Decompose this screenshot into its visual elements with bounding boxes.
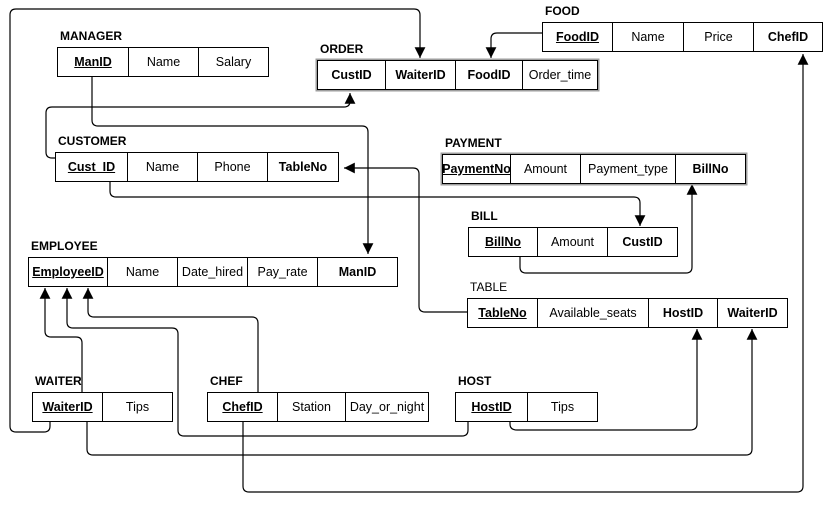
chef-col-station: Station [277,392,346,422]
connector-customer-to-order-custid [45,93,356,159]
table-bill-label: BILL [471,209,498,223]
food-col-chefid: ChefID [753,22,823,52]
payment-col-amount: Amount [510,154,581,184]
payment-col-paymentno: PaymentNo [442,154,511,184]
food-col-foodid: FoodID [542,22,613,52]
connector-waiter-to-employee-employeeid [39,288,83,392]
bill-col-custid: CustID [607,227,678,257]
table-chef: CHEF ChefID Station Day_or_night [207,374,429,422]
table-food-label: FOOD [545,4,580,18]
table-waiter-label: WAITER [35,374,82,388]
payment-col-billno: BillNo [675,154,746,184]
table-employee-label: EMPLOYEE [31,239,98,253]
table-waiter: WAITER WaiterID Tips [32,374,173,422]
employee-col-payrate: Pay_rate [247,257,318,287]
manager-col-name: Name [128,47,199,77]
manager-col-manid: ManID [57,47,129,77]
payment-col-paymenttype: Payment_type [580,154,676,184]
order-col-ordertime: Order_time [522,60,598,90]
table-col-availableseats: Available_seats [537,298,649,328]
table-order: ORDER CustID WaiterID FoodID Order_time [317,42,598,90]
connector-table-to-customer-tableno [344,162,467,313]
customer-col-tableno: TableNo [267,152,339,182]
table-host-label: HOST [458,374,492,388]
table-table: TABLE TableNo Available_seats HostID Wai… [467,280,788,328]
order-col-waiterid: WaiterID [385,60,456,90]
table-customer-label: CUSTOMER [58,134,127,148]
manager-col-salary: Salary [198,47,269,77]
table-payment-label: PAYMENT [445,136,502,150]
table-employee: EMPLOYEE EmployeeID Name Date_hired Pay_… [28,239,398,287]
bill-col-amount: Amount [537,227,608,257]
table-col-hostid: HostID [648,298,718,328]
table-host: HOST HostID Tips [455,374,598,422]
bill-col-billno: BillNo [468,227,538,257]
connector-food-to-order-foodid [485,32,542,58]
waiter-col-waiterid: WaiterID [32,392,103,422]
table-order-label: ORDER [320,42,364,56]
food-col-name: Name [612,22,684,52]
host-col-tips: Tips [527,392,598,422]
table-customer: CUSTOMER Cust_ID Name Phone TableNo [55,134,339,182]
order-col-custid: CustID [317,60,386,90]
table-table-label: TABLE [470,280,508,294]
table-manager: MANAGER ManID Name Salary [57,29,269,77]
chef-col-dayornight: Day_or_night [345,392,429,422]
customer-col-name: Name [127,152,198,182]
connector-waiter-to-table-waiterid [86,329,758,456]
connector-chef-to-food-chefid [242,54,809,493]
table-chef-label: CHEF [210,374,243,388]
employee-col-name: Name [107,257,178,287]
connector-chef-to-employee-employeeid [82,288,259,392]
connector-waiter-to-order-waiterid [9,8,426,433]
table-food: FOOD FoodID Name Price ChefID [542,4,823,52]
connector-bill-to-payment-billno [519,184,698,274]
connector-manager-to-employee-manid [91,77,374,254]
customer-col-custid: Cust_ID [55,152,128,182]
table-bill: BILL BillNo Amount CustID [468,209,678,257]
connector-host-to-table-hostid [509,329,703,431]
host-col-hostid: HostID [455,392,528,422]
table-col-tableno: TableNo [467,298,538,328]
employee-col-employeeid: EmployeeID [28,257,108,287]
order-col-foodid: FoodID [455,60,523,90]
connector-customer-to-bill-custid [109,182,646,226]
table-manager-label: MANAGER [60,29,122,43]
employee-col-manid: ManID [317,257,398,287]
customer-col-phone: Phone [197,152,268,182]
chef-col-chefid: ChefID [207,392,278,422]
table-payment: PAYMENT PaymentNo Amount Payment_type Bi… [442,136,746,184]
food-col-price: Price [683,22,754,52]
employee-col-datehired: Date_hired [177,257,248,287]
waiter-col-tips: Tips [102,392,173,422]
table-col-waiterid: WaiterID [717,298,788,328]
connector-host-to-employee-employeeid [61,288,469,437]
